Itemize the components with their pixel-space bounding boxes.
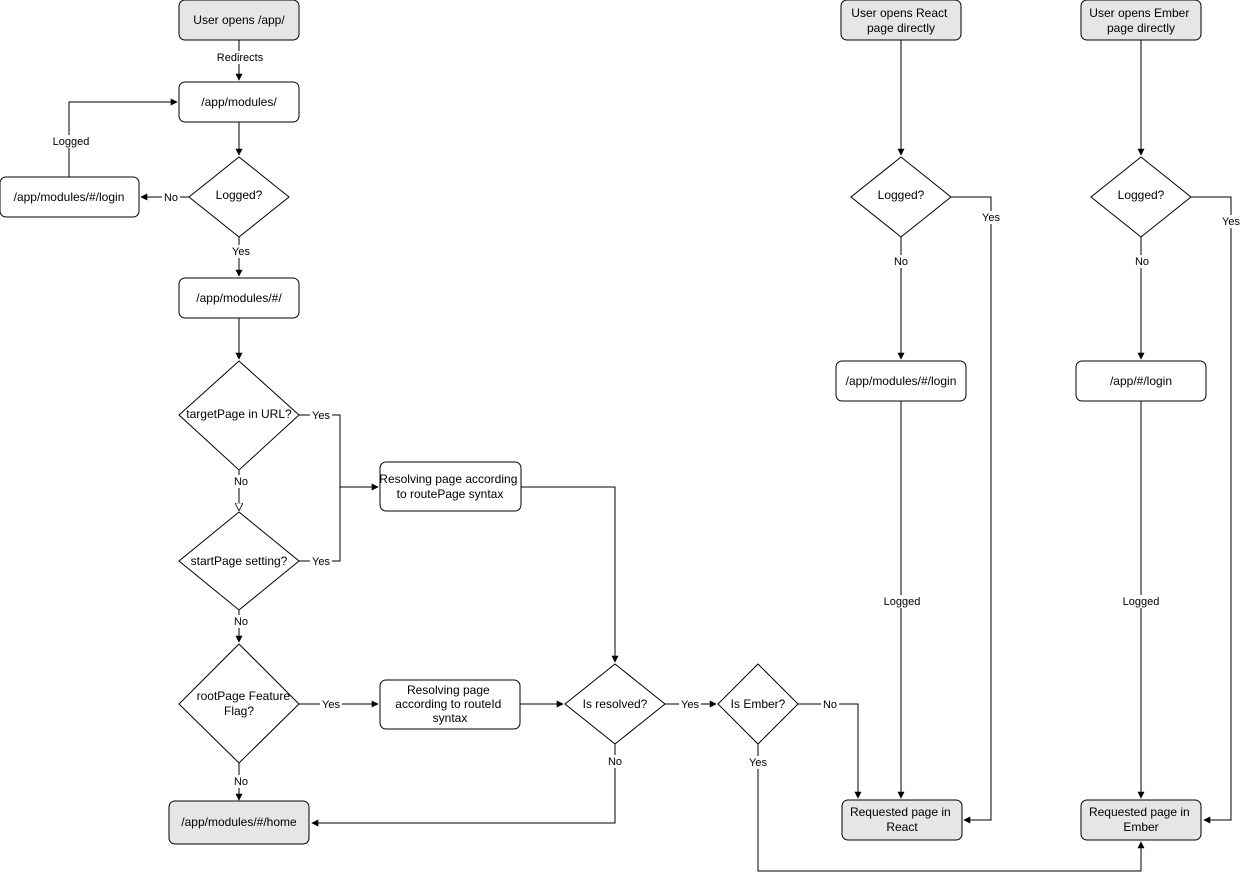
svg-text:Requested page in Reac: Requested page in React [850, 805, 954, 834]
nodes: User opens /app/ /app/modules/ Logged? /… [0, 0, 1207, 845]
node-target-page: targetPage in URL? [178, 360, 300, 471]
node-resolve-route-page: Resolving page according to routePage sy… [379, 461, 522, 512]
label-no-ember: No [823, 699, 837, 711]
edge-login-loop-to-modules [68, 98, 178, 177]
route-id-line-2: according to routeId [395, 697, 501, 711]
svg-text:Logged?: Logged? [878, 188, 925, 202]
node-modules-hash: /app/modules/#/ [178, 277, 300, 319]
node-open-react: User opens React page directly [840, 0, 962, 41]
label-logged-react: Logged [884, 596, 921, 608]
route-page-line-2: to routePage syntax [397, 487, 504, 501]
svg-text:/app/modules/#/: /app/modules/#/ [196, 291, 282, 305]
node-resolve-route-id: Resolving page according to routeId synt… [379, 679, 521, 730]
requested-ember-line-2: Ember [1123, 820, 1158, 834]
svg-text:User opens Ember page: User opens Ember page directly [1089, 6, 1192, 35]
root-page-line-2: Flag? [224, 704, 254, 718]
label-yes-start: Yes [312, 556, 330, 568]
svg-text:Logged?: Logged? [216, 188, 263, 202]
svg-text:Is resolved?: Is resolved? [583, 697, 648, 711]
label-yes-root: Yes [322, 699, 340, 711]
label-no-resolved: No [608, 756, 622, 768]
node-modules: /app/modules/ [178, 81, 300, 123]
node-login-ember: /app/#/login [1075, 360, 1207, 402]
label-yes-target: Yes [312, 410, 330, 422]
open-ember-line-1: User opens Ember [1089, 6, 1189, 20]
svg-text:/app/modules/#/login: /app/modules/#/login [14, 190, 125, 204]
svg-text:Is Ember?: Is Ember? [731, 697, 786, 711]
open-react-line-2: page directly [867, 21, 935, 35]
svg-text:Resolving page according: Resolving page according to routePage sy… [379, 472, 520, 501]
node-is-ember: Is Ember? [717, 663, 799, 745]
svg-text:startPage setting?: startPage setting? [191, 554, 288, 568]
svg-text:/app/#/login: /app/#/login [1110, 374, 1172, 388]
label-logged-ember: Logged [1123, 596, 1160, 608]
label-no-react-logged: No [894, 256, 908, 268]
node-open-app: User opens /app/ [178, 0, 300, 41]
node-requested-ember: Requested page in Ember [1080, 799, 1202, 841]
node-login-main: /app/modules/#/login [0, 176, 140, 218]
node-logged-main: Logged? [188, 156, 290, 238]
label-yes-ember-logged: Yes [1222, 216, 1240, 228]
label-yes-main-logged: Yes [232, 246, 250, 258]
label-no-start: No [234, 616, 248, 628]
label-yes-ember: Yes [749, 757, 767, 769]
route-id-line-3: syntax [433, 711, 468, 725]
node-requested-react: Requested page in React [841, 799, 963, 841]
label-no-target: No [234, 476, 248, 488]
node-open-ember: User opens Ember page directly [1080, 0, 1202, 41]
label-yes-react-logged: Yes [982, 212, 1000, 224]
svg-text:/app/modules/#/login: /app/modules/#/login [846, 374, 957, 388]
node-start-page: startPage setting? [178, 511, 300, 611]
root-page-line-1: rootPage Feature [197, 689, 291, 703]
edge-target-yes [299, 414, 379, 491]
node-is-resolved: Is resolved? [564, 663, 666, 745]
requested-react-line-1: Requested page in [850, 805, 951, 819]
requested-react-line-2: React [886, 820, 918, 834]
node-root-page: rootPage Feature Flag? [178, 643, 300, 764]
svg-text:/app/modules/#/home: /app/modules/#/home [181, 815, 297, 829]
node-logged-ember: Logged? [1090, 156, 1192, 238]
label-yes-resolved: Yes [681, 699, 699, 711]
requested-ember-line-1: Requested page in [1089, 805, 1190, 819]
label-no-main-logged: No [164, 192, 178, 204]
svg-text:targetPage in URL?: targetPage in URL? [186, 407, 292, 421]
node-home: /app/modules/#/home [168, 800, 310, 845]
svg-text:/app/modules/: /app/modules/ [201, 95, 277, 109]
route-id-line-1: Resolving page [407, 683, 490, 697]
label-logged-loop: Logged [53, 136, 90, 148]
svg-text:Requested page in Embe: Requested page in Ember [1089, 805, 1193, 834]
label-redirects: Redirects [217, 52, 264, 64]
open-react-line-1: User opens React [851, 6, 948, 20]
node-login-react: /app/modules/#/login [835, 360, 967, 402]
svg-text:User opens React page: User opens React page directly [851, 6, 950, 35]
edge-labels: Redirects Logged No Yes Yes No Yes No Ye… [50, 51, 1241, 788]
edge-react-logged-yes [951, 196, 992, 824]
edge-resolved-no-to-home [311, 744, 616, 827]
svg-text:rootPage Feature Flag?: rootPage Feature Flag? [197, 689, 294, 718]
label-no-root: No [234, 776, 248, 788]
svg-text:User opens /app/: User opens /app/ [193, 13, 285, 27]
edge-ember-logged-yes [1191, 196, 1232, 824]
open-ember-line-2: page directly [1107, 21, 1175, 35]
edge-route-page-to-resolved [521, 486, 619, 663]
node-logged-react: Logged? [850, 156, 952, 238]
svg-text:Logged?: Logged? [1118, 188, 1165, 202]
edge-ember-yes-to-ember [757, 744, 1145, 872]
route-page-line-1: Resolving page according [379, 472, 517, 486]
label-no-ember-logged: No [1135, 256, 1149, 268]
edge-ember-no-to-react [798, 703, 862, 799]
svg-text:Resolving page accordi: Resolving page according to routeId synt… [395, 683, 504, 725]
edge-start-yes [299, 487, 341, 562]
